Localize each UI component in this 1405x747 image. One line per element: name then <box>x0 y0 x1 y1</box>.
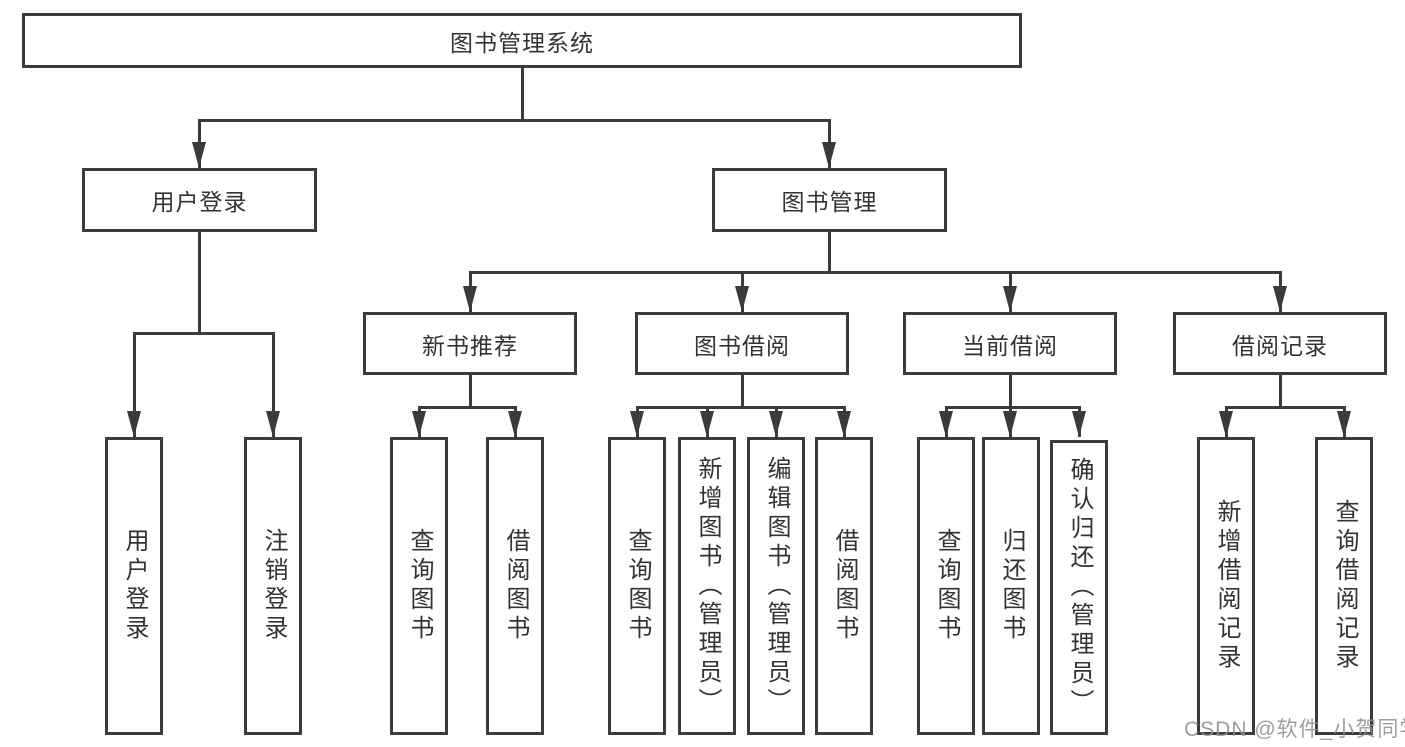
leaf-label: 查询借阅记录 <box>1331 499 1358 673</box>
arrow-down-icon <box>412 411 426 437</box>
arrow-down-icon <box>769 411 783 437</box>
node-book-management: 图书管理 <box>712 168 947 232</box>
leaf-label: 新增借阅记录 <box>1213 499 1240 673</box>
leaf-label: 归还图书 <box>998 528 1025 644</box>
leaf-logout: 注销登录 <box>244 437 302 735</box>
node-book-management-label: 图书管理 <box>781 189 878 215</box>
arrow-down-icon <box>1003 286 1017 312</box>
node-borrow-record: 借阅记录 <box>1173 312 1387 375</box>
leaf-query-books-recommend: 查询图书 <box>390 437 448 735</box>
leaf-label: 新增图书（管理员） <box>694 455 721 717</box>
arrow-down-icon <box>1003 411 1017 437</box>
arrow-down-icon <box>127 411 141 437</box>
connector-bar-current-borrow <box>945 406 1081 409</box>
connector-stem-borrow-record <box>1279 375 1282 408</box>
connector-stem-root <box>521 68 524 121</box>
connector-branch-leaf-login <box>133 332 136 437</box>
node-user-login: 用户登录 <box>82 168 317 232</box>
leaf-label: 编辑图书（管理员） <box>763 455 790 717</box>
arrow-down-icon <box>837 411 851 437</box>
connector-bar-book-borrow <box>636 406 846 409</box>
connector-stem-new-book <box>469 375 472 408</box>
leaf-query-borrow-record: 查询借阅记录 <box>1315 437 1373 735</box>
arrow-down-icon <box>1072 411 1086 437</box>
arrow-down-icon <box>266 411 280 437</box>
leaf-label: 查询图书 <box>624 528 651 644</box>
node-user-login-label: 用户登录 <box>151 189 248 215</box>
leaf-query-books-current: 查询图书 <box>917 437 975 735</box>
leaf-confirm-return-admin: 确认归还（管理员） <box>1050 440 1108 735</box>
leaf-label: 借阅图书 <box>831 528 858 644</box>
csdn-watermark: CSDN @软件_小贺同学 <box>1184 718 1405 741</box>
arrow-down-icon <box>700 411 714 437</box>
leaf-add-books-admin: 新增图书（管理员） <box>678 437 736 735</box>
arrow-down-icon <box>630 411 644 437</box>
connector-stem-book-borrow <box>741 375 744 408</box>
connector-stem-book-mgmt <box>828 232 831 273</box>
node-book-borrow: 图书借阅 <box>635 312 849 375</box>
node-current-borrow-label: 当前借阅 <box>962 332 1058 359</box>
connector-bar-root <box>198 119 830 122</box>
connector-bar-new-book <box>418 406 517 409</box>
arrow-down-icon <box>192 142 206 168</box>
leaf-edit-books-admin: 编辑图书（管理员） <box>747 437 805 735</box>
leaf-label: 查询图书 <box>406 528 433 644</box>
connector-bar-borrow-record <box>1225 406 1346 409</box>
leaf-query-books-borrow: 查询图书 <box>608 437 666 735</box>
connector-stem-user-login <box>198 232 201 334</box>
connector-bar-book-mgmt <box>469 271 1282 274</box>
node-borrow-record-label: 借阅记录 <box>1232 332 1328 359</box>
node-book-borrow-label: 图书借阅 <box>694 332 790 359</box>
node-root-system: 图书管理系统 <box>22 13 1022 68</box>
arrow-down-icon <box>939 411 953 437</box>
leaf-return-books: 归还图书 <box>982 437 1040 735</box>
node-new-book-label: 新书推荐 <box>422 332 518 359</box>
node-root-label: 图书管理系统 <box>450 29 594 56</box>
leaf-user-login: 用户登录 <box>105 437 163 735</box>
node-new-book-recommend: 新书推荐 <box>363 312 577 375</box>
arrow-down-icon <box>463 286 477 312</box>
arrow-down-icon <box>1337 411 1351 437</box>
leaf-add-borrow-record: 新增借阅记录 <box>1197 437 1255 735</box>
leaf-label: 确认归还（管理员） <box>1066 457 1093 718</box>
connector-bar-user-login <box>133 332 275 335</box>
leaf-label: 查询图书 <box>933 528 960 644</box>
arrow-down-icon <box>822 142 836 168</box>
arrow-down-icon <box>735 286 749 312</box>
leaf-borrow-books: 借阅图书 <box>815 437 873 735</box>
arrow-down-icon <box>508 411 522 437</box>
leaf-borrow-books-recommend: 借阅图书 <box>486 437 544 735</box>
node-current-borrow: 当前借阅 <box>903 312 1117 375</box>
arrow-down-icon <box>1219 411 1233 437</box>
connector-stem-current-borrow <box>1009 375 1012 408</box>
connector-branch-leaf-logout <box>272 332 275 437</box>
leaf-label: 注销登录 <box>260 528 287 644</box>
leaf-label: 借阅图书 <box>502 528 529 644</box>
arrow-down-icon <box>1273 286 1287 312</box>
leaf-label: 用户登录 <box>121 528 148 644</box>
